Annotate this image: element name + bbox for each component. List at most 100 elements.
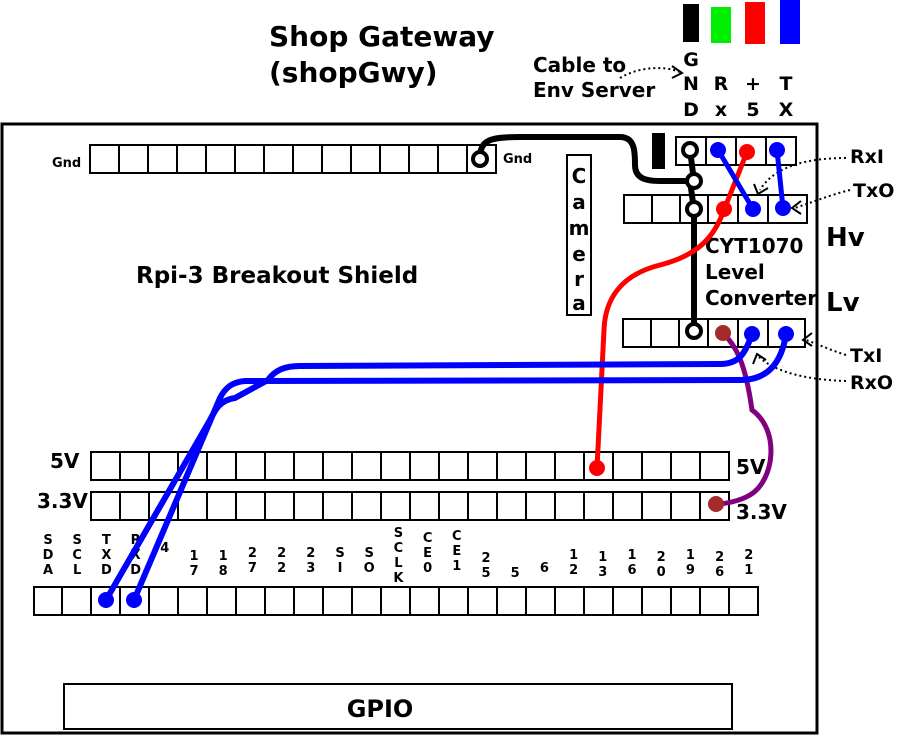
cable-pin-tx-1: T bbox=[780, 73, 793, 95]
rail-3v3-right-label: 3.3V bbox=[736, 500, 787, 524]
wire-plus5 bbox=[594, 151, 750, 469]
camera-letter: e bbox=[572, 242, 586, 266]
gpio-pin-label: CE1 bbox=[452, 529, 462, 574]
gpio-pin-label-char: 2 bbox=[306, 546, 315, 561]
gpio-pin-label-char: C bbox=[394, 541, 404, 556]
gpio-pin-label-char: 2 bbox=[277, 561, 286, 576]
hv-label: Hv bbox=[826, 223, 865, 253]
txo-pointer bbox=[794, 189, 851, 209]
gpio-pin-label-char: T bbox=[102, 533, 111, 548]
wire-data-end bbox=[126, 592, 142, 608]
gpio-pin-label-char: X bbox=[101, 548, 111, 563]
gpio-pin-label-char: 2 bbox=[744, 548, 753, 563]
gpio-pin-label: CE0 bbox=[423, 531, 433, 576]
gpio-pin-label-char: S bbox=[73, 533, 82, 548]
rxi-arrowhead bbox=[753, 183, 769, 196]
cable-swatch-gnd bbox=[683, 4, 699, 42]
gnd-terminal bbox=[471, 150, 489, 168]
rxo-pointer bbox=[757, 355, 847, 382]
cable-note-pointer bbox=[619, 67, 681, 79]
gpio-pin-label-char: 2 bbox=[569, 563, 578, 578]
gpio-pin-label: SO bbox=[364, 546, 375, 576]
gpio-pin-label-char: E bbox=[452, 544, 461, 559]
rail-5v-left-label: 5V bbox=[50, 449, 80, 473]
gpio-pin-label-char: 8 bbox=[219, 564, 228, 579]
board-name: Rpi-3 Breakout Shield bbox=[136, 263, 418, 289]
gpio-pin-label-char: 9 bbox=[686, 563, 695, 578]
gpio-pin-label-char: 7 bbox=[248, 561, 257, 576]
cable-connector-tab bbox=[652, 133, 665, 169]
cable-pin-gnd-1: G bbox=[683, 49, 699, 71]
gpio-pin-label: TXD bbox=[101, 533, 112, 578]
gpio-pin-label-char: C bbox=[72, 548, 82, 563]
wire-plus5-end bbox=[589, 460, 605, 476]
gpio-pin-label: 19 bbox=[686, 548, 695, 578]
gpio-pin-label-char: O bbox=[364, 561, 375, 576]
cable-swatch-tx bbox=[780, 0, 800, 44]
gpio-pin-label-char: 2 bbox=[481, 551, 490, 566]
rail-5v-right-label: 5V bbox=[736, 455, 766, 479]
gpio-pin-label: RXD bbox=[130, 533, 141, 578]
gpio-pin-label-char: R bbox=[131, 533, 141, 548]
wire-plus5-end bbox=[739, 144, 755, 160]
gpio-pin-label: 5 bbox=[511, 566, 520, 581]
gnd-terminal bbox=[685, 200, 703, 218]
gpio-pin-label-char: 2 bbox=[657, 550, 666, 565]
cable-note-line2: Env Server bbox=[533, 78, 655, 102]
gpio-pin-label-char: 5 bbox=[511, 566, 520, 581]
rxo-arrowhead bbox=[752, 352, 767, 365]
gpio-pin-label-char: 1 bbox=[598, 550, 607, 565]
gpio-pin-label: 18 bbox=[219, 549, 228, 579]
gpio-pin-label-char: L bbox=[73, 563, 81, 578]
gpio-pin-label-char: 2 bbox=[715, 550, 724, 565]
wire-tx-hv bbox=[774, 149, 786, 209]
converter-name-line2: Level bbox=[705, 260, 765, 284]
txi-arrowhead bbox=[801, 332, 813, 347]
wire-data-end bbox=[710, 142, 726, 158]
cable-note-arrowhead bbox=[671, 65, 684, 79]
rail-3v3-left-label: 3.3V bbox=[37, 489, 88, 513]
wire-lv-to-rxd bbox=[131, 333, 789, 602]
camera-connector bbox=[566, 154, 592, 316]
board-outline bbox=[0, 122, 819, 735]
gpio-pin-label-char: 0 bbox=[657, 565, 666, 580]
gpio-pin-label: 22 bbox=[277, 546, 286, 576]
cable-note-line1: Cable to bbox=[533, 53, 626, 77]
gpio-pin-label-char: 2 bbox=[248, 546, 257, 561]
gpio-pin-label-char: C bbox=[452, 529, 462, 544]
gnd-header bbox=[89, 144, 497, 174]
gnd-terminal bbox=[685, 322, 703, 340]
gpio-pin-label-char: 1 bbox=[189, 549, 198, 564]
wire-plus5-end bbox=[716, 201, 732, 217]
txi-pointer bbox=[805, 339, 847, 356]
gpio-label: GPIO bbox=[347, 695, 414, 723]
gpio-header bbox=[33, 586, 759, 616]
gpio-pin-label-char: I bbox=[338, 561, 343, 576]
camera-letter: r bbox=[574, 267, 584, 291]
rxo-label: RxO bbox=[850, 372, 893, 394]
gpio-pin-label: 26 bbox=[715, 550, 724, 580]
gpio-pin-label: SDA bbox=[43, 533, 54, 578]
gpio-pin-label-char: 4 bbox=[160, 541, 169, 556]
gpio-pin-label-char: E bbox=[423, 546, 432, 561]
cable-swatch-rx bbox=[711, 7, 731, 43]
wire-data-end bbox=[744, 326, 760, 342]
gpio-pin-label-char: 1 bbox=[219, 549, 228, 564]
txo-arrowhead bbox=[790, 200, 802, 215]
gpio-pin-label-char: 6 bbox=[715, 565, 724, 580]
cable-pin-rx-1: R bbox=[714, 73, 729, 95]
cable-pin-tx-2: X bbox=[779, 99, 794, 121]
camera-letter: C bbox=[572, 164, 587, 188]
gpio-box bbox=[63, 683, 733, 730]
converter-name-line3: Converter bbox=[705, 286, 817, 310]
gpio-pin-label-char: 1 bbox=[627, 548, 636, 563]
gpio-pin-label: 16 bbox=[627, 548, 636, 578]
wire-data-end bbox=[778, 326, 794, 342]
gpio-pin-label: 23 bbox=[306, 546, 315, 576]
gpio-pin-label-char: 1 bbox=[744, 563, 753, 578]
gpio-pin-label-char: 7 bbox=[189, 564, 198, 579]
wire-3v3-end bbox=[708, 496, 724, 512]
rail-3v3 bbox=[90, 491, 730, 521]
